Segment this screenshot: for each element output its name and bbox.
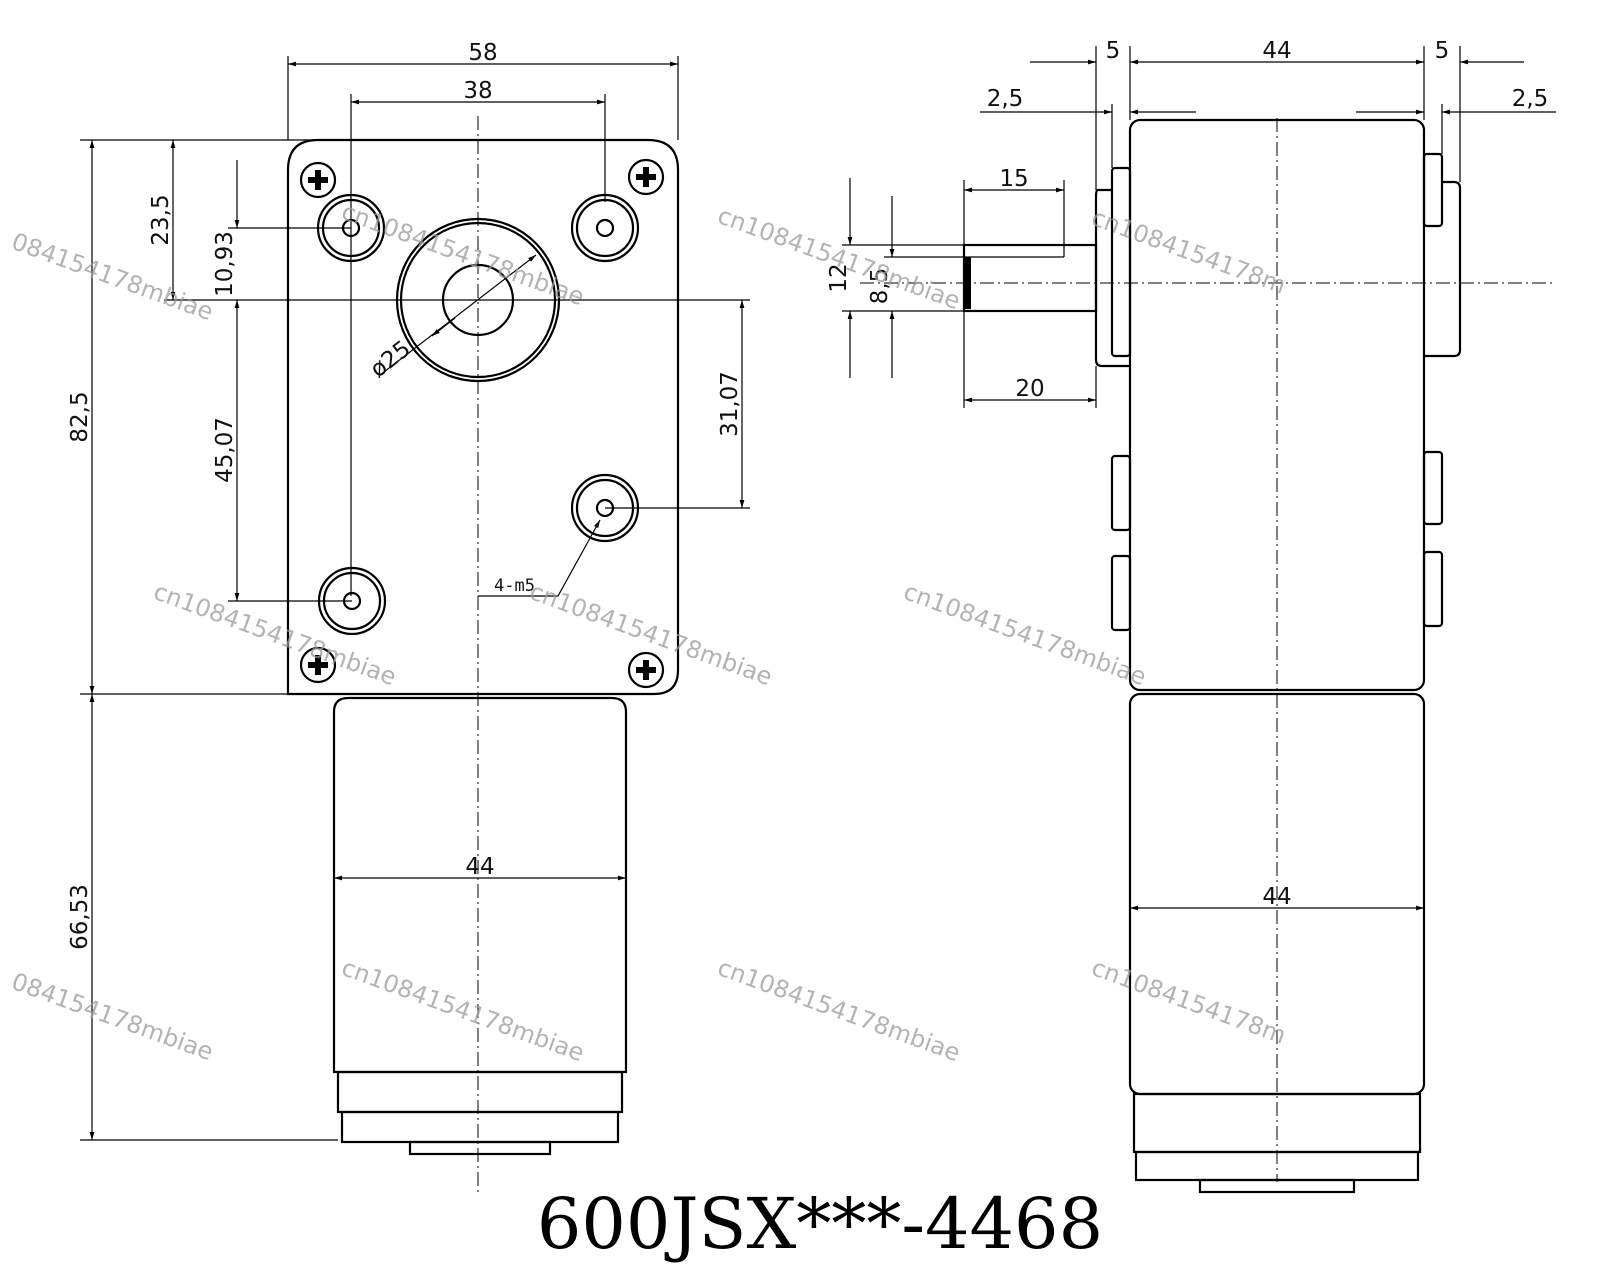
mounting-hole-top-right xyxy=(570,193,640,263)
side-left-tab-lower xyxy=(1110,554,1132,632)
dim-top-to-shaft: 23,5 xyxy=(148,194,174,245)
hole-callout: 4-m5 xyxy=(494,576,535,596)
watermark-text: cn1084154178m xyxy=(1088,953,1290,1049)
dim-flange-left: 5 xyxy=(1106,38,1121,64)
screw-head-bottom-left-icon xyxy=(299,646,337,684)
extension-lines xyxy=(80,56,750,1141)
watermark-text: cn1084154178mbiae xyxy=(714,201,964,315)
dim-total-height: 82,5 xyxy=(67,391,93,442)
dim-gearbox-width: 44 xyxy=(1262,38,1291,64)
dim-motor-length: 66,53 xyxy=(67,884,93,950)
watermark-text: cn1084154178mbiae xyxy=(150,577,400,691)
dim-side-motor-width: 44 xyxy=(1262,884,1291,910)
dim-motor-width: 44 xyxy=(465,854,494,880)
dim-shaft-to-lower-hole: 45,07 xyxy=(212,417,238,483)
screw-head-top-right-icon xyxy=(627,158,665,196)
side-left-tab-upper xyxy=(1110,166,1132,358)
side-right-collar xyxy=(1424,180,1462,358)
screw-head-top-left-icon xyxy=(299,161,337,199)
motor-terminal xyxy=(408,1140,552,1156)
dim-shaft-length: 20 xyxy=(1015,376,1044,402)
side-right-tab-middle xyxy=(1422,450,1444,526)
dim-shaft-to-right-hole: 31,07 xyxy=(717,371,743,437)
gearbox-plate-outline xyxy=(286,138,680,696)
motor-body-outline xyxy=(332,696,628,1074)
dim-shaft-flat: 8,5 xyxy=(867,268,893,305)
watermark-text: cn1084154178m xyxy=(1088,203,1290,299)
watermark-text: cn1084154178mbiae xyxy=(338,197,588,311)
dim-shaft-flat-length: 15 xyxy=(999,166,1028,192)
dim-step-right: 2,5 xyxy=(1512,86,1549,112)
dim-flange-right: 5 xyxy=(1435,38,1450,64)
hole-callout-leader xyxy=(478,519,601,597)
watermark-text: cn1084154178mbiae xyxy=(526,577,776,691)
dim-step-left: 2,5 xyxy=(987,86,1024,112)
side-view: 5 44 5 2,5 2,5 15 20 12 8,5 44 xyxy=(826,38,1556,1194)
dim-hole-spacing: 38 xyxy=(463,78,492,104)
motor-endcap xyxy=(336,1070,624,1114)
dim-boss-diameter-line xyxy=(379,254,537,376)
side-right-tab-upper xyxy=(1422,152,1444,228)
side-extension-lines xyxy=(842,46,1461,408)
watermark-text: cn1084154178mbiae xyxy=(714,953,964,1067)
screw-head-bottom-right-icon xyxy=(627,651,665,689)
motor-endcap-lower xyxy=(340,1110,620,1144)
dim-overall-width: 58 xyxy=(468,40,497,66)
dim-hole-to-shaft: 10,93 xyxy=(212,231,238,297)
model-title: 600JSX***-4468 xyxy=(537,1183,1103,1265)
watermark-text: cn1084154178mbiae xyxy=(338,953,588,1067)
side-output-shaft xyxy=(962,243,1098,313)
watermark-text: 084154178mbiae xyxy=(8,967,217,1066)
dim-shaft-overall: 12 xyxy=(826,263,852,292)
dim-boss-diameter-line-lower xyxy=(431,317,456,337)
watermarks: 084154178mbiae cn1084154178mbiae cn10841… xyxy=(8,197,1290,1067)
side-right-tab-lower xyxy=(1422,550,1444,628)
watermark-text: 084154178mbiae xyxy=(8,227,217,326)
side-left-tab-middle xyxy=(1110,454,1132,532)
